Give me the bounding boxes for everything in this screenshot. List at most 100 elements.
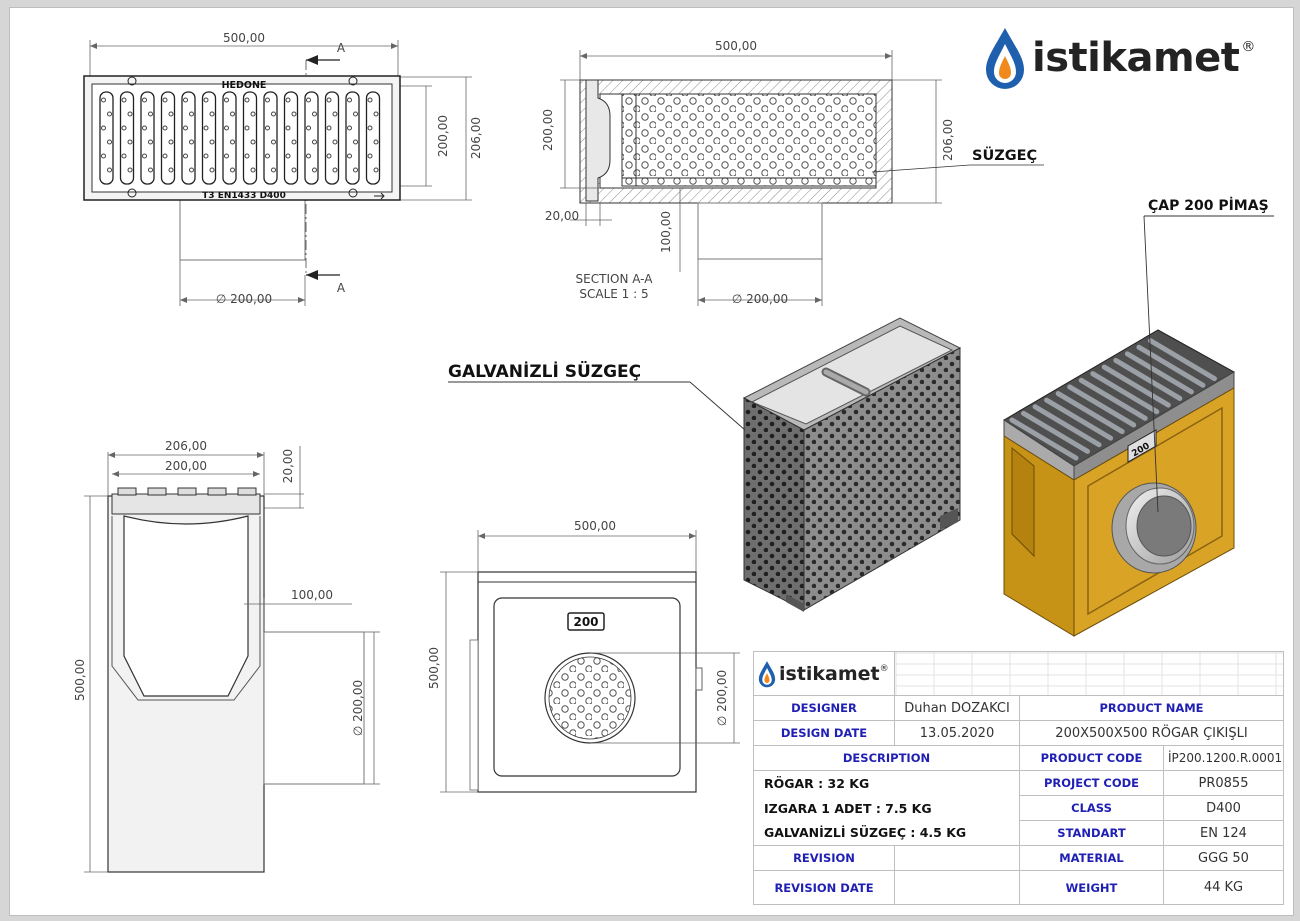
grate-hole [244, 153, 250, 159]
grate-hole [332, 111, 338, 117]
designer-label: DESIGNER [753, 695, 895, 721]
revision-label: REVISION [753, 845, 895, 871]
front-view: 500,00 200 500,00 ∅ 200,00 [427, 519, 740, 793]
grate-hole [224, 153, 229, 159]
front-width-dim: 500,00 [574, 519, 616, 533]
grate-hole [332, 139, 338, 145]
grate-hole [224, 125, 229, 131]
grate-hole [142, 97, 147, 103]
grate-hole [183, 153, 188, 159]
grate-hole [250, 111, 256, 117]
product-name-value: 200X500X500 RÖGAR ÇIKIŞLI [1019, 720, 1284, 746]
front-height-dim: 500,00 [427, 647, 441, 689]
iso-grate-bar [1090, 371, 1160, 415]
grate-hole [306, 125, 311, 131]
grate-slot [324, 91, 340, 185]
iso-grate-bars [1009, 338, 1217, 461]
product-name-label: PRODUCT NAME [1019, 695, 1284, 721]
water-drop-icon-small [758, 660, 776, 687]
grate-hole [312, 167, 317, 173]
grate-hole [373, 139, 379, 145]
section-scale: SCALE 1 : 5 [579, 287, 648, 301]
description-line-3: GALVANİZLİ SÜZGEÇ : 4.5 KG [753, 820, 1020, 846]
title-block: istikamet ® DESIGNER Duhan DOZAKCI PRODU… [753, 651, 1284, 905]
grate-hole [291, 167, 297, 173]
grate-hole [121, 97, 127, 103]
grate-hole [162, 125, 168, 131]
grate-hole [189, 139, 194, 145]
side-pipe-dim: ∅ 200,00 [351, 680, 365, 736]
grate-hole [183, 97, 188, 103]
grate-slot [140, 91, 155, 185]
iso-grate-bar [1136, 344, 1206, 388]
grate-hole [265, 97, 270, 103]
grate-hole [312, 139, 317, 145]
title-block-pattern [894, 651, 1284, 696]
project-code-value: PR0855 [1163, 770, 1284, 796]
grate-hole [162, 153, 168, 159]
title-block-brand-name: istikamet [779, 662, 880, 685]
water-drop-icon [986, 28, 1024, 89]
section-width-dim: 500,00 [715, 39, 757, 53]
grate-hole [168, 139, 174, 145]
grate-hole [168, 167, 174, 173]
side-view: 206,00 200,00 20,00 100,00 ∅ 200,00 [73, 439, 380, 873]
grate-hole [244, 125, 250, 131]
revision-date-value [894, 870, 1020, 905]
grate-hole [127, 139, 133, 145]
iso-grate-bar [1044, 397, 1114, 441]
section-pipe-dim: ∅ 200,00 [732, 292, 788, 306]
grate-hole [107, 167, 112, 173]
registered-mark: ® [1241, 39, 1256, 55]
front-pipe-dim: ∅ 200,00 [715, 670, 729, 726]
top-width-dim: 500,00 [223, 31, 265, 45]
grate-hole [209, 167, 215, 173]
grate-hole [101, 97, 106, 103]
grate-hole [127, 111, 133, 117]
revision-date-label: REVISION DATE [753, 870, 895, 905]
designer-value: Duhan DOZAKCI [894, 695, 1020, 721]
grate-slot [201, 91, 217, 185]
class-label: CLASS [1019, 795, 1164, 821]
grate-hole [326, 153, 332, 159]
iso-grate-bar [1067, 384, 1137, 428]
description-line-2: IZGARA 1 ADET : 7.5 KG [753, 795, 1020, 821]
grate-hole [367, 125, 373, 131]
top-view: 500,00 200,00 206,00 A A ∅ 200,00 HEDONE [83, 31, 483, 306]
grate-hole [271, 167, 276, 173]
grate-hole [373, 167, 379, 173]
description-line-1: RÖGAR : 32 KG [753, 770, 1020, 796]
section-marker-top: A [337, 41, 346, 55]
standart-value: EN 124 [1163, 820, 1284, 846]
iso-grate-bar [1113, 357, 1183, 401]
design-date-label: DESIGN DATE [753, 720, 895, 746]
grate-slots [99, 91, 381, 185]
title-block-registered-mark: ® [879, 663, 889, 674]
title-block-logo: istikamet ® [753, 651, 895, 696]
grate-slot [304, 91, 319, 185]
grate-hole [250, 167, 256, 173]
grate-hole [347, 125, 352, 131]
top-outer-height-dim: 206,00 [469, 117, 483, 159]
weight-label: WEIGHT [1019, 870, 1164, 905]
grate-hole [203, 125, 209, 131]
grate-hole [353, 167, 358, 173]
grate-hole [285, 125, 291, 131]
grate-hole [142, 125, 147, 131]
grate-hole [183, 125, 188, 131]
standart-label: STANDART [1019, 820, 1164, 846]
grate-slot [242, 91, 258, 185]
grate-hole [291, 111, 297, 117]
iso-grate-bar [1055, 391, 1125, 435]
grate-hole [332, 167, 338, 173]
grate-hole [148, 111, 153, 117]
grate-slot [263, 91, 278, 185]
side-height-dim: 500,00 [73, 659, 87, 701]
grate-hole [353, 111, 358, 117]
grate-hole [326, 97, 332, 103]
grate-slot [345, 91, 360, 185]
grate-slot [119, 91, 135, 185]
side-pipe-offset-dim: 100,00 [291, 588, 333, 602]
grate-hole [347, 97, 352, 103]
